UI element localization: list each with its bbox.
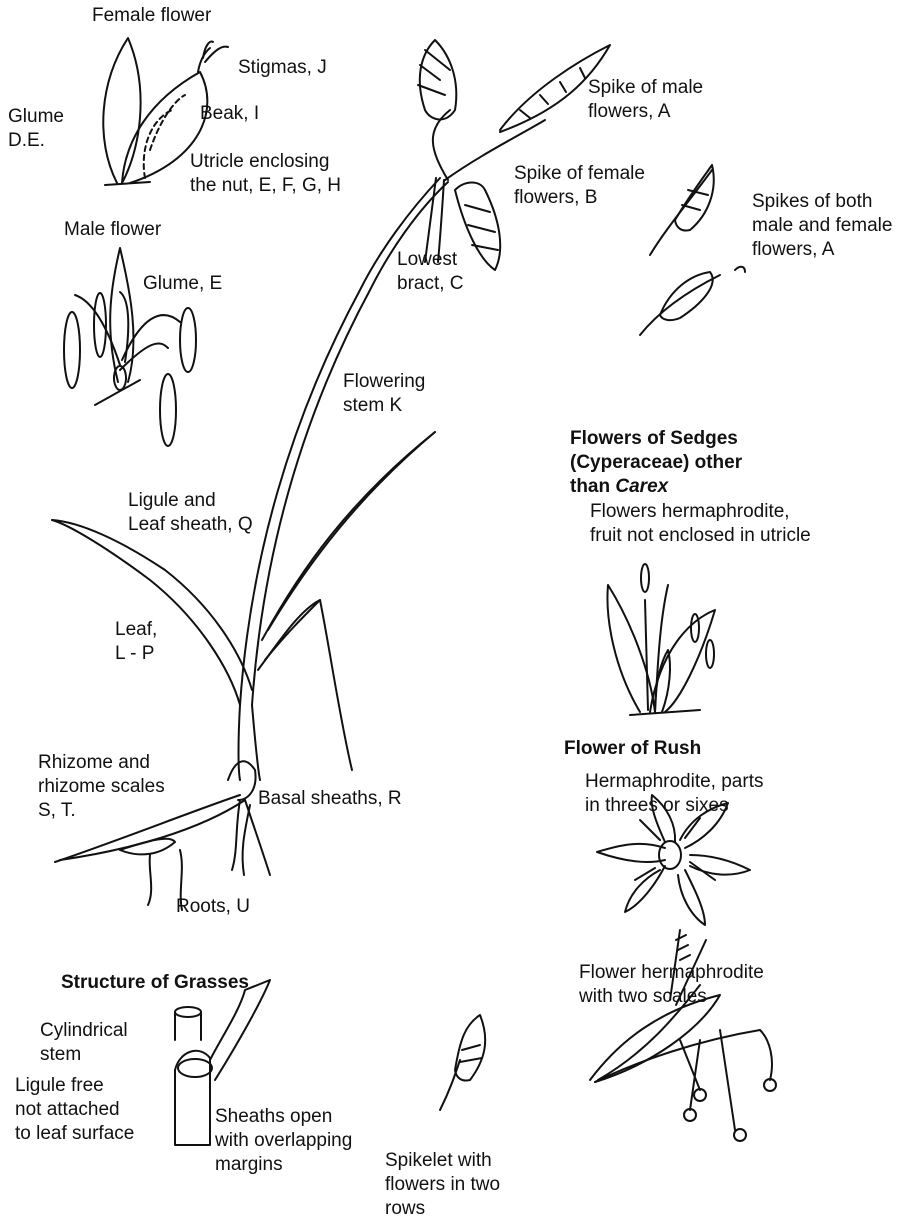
sheaths-open-label: Sheaths open with overlapping margins bbox=[215, 1105, 352, 1177]
sedges-description: Flowers hermaphrodite, fruit not enclose… bbox=[590, 500, 811, 548]
male-flower-label: Male flower bbox=[64, 218, 161, 242]
rhizome-label: Rhizome and rhizome scales S, T. bbox=[38, 751, 165, 823]
sedge-flower-drawing bbox=[607, 564, 715, 715]
spikes-both-label: Spikes of both male and female flowers, … bbox=[752, 190, 892, 262]
flowering-stem-label: Flowering stem K bbox=[343, 370, 425, 418]
rush-description: Hermaphrodite, parts in threes or sixes bbox=[585, 770, 763, 818]
grass-flower-label: Flower hermaphrodite with two scales bbox=[579, 961, 764, 1009]
spikes-both-drawing bbox=[640, 165, 745, 335]
rush-heading: Flower of Rush bbox=[564, 737, 701, 761]
glume-de-label: Glume D.E. bbox=[8, 105, 64, 153]
ligule-sheath-label: Ligule and Leaf sheath, Q bbox=[128, 489, 253, 537]
leaves-drawing bbox=[52, 432, 435, 780]
female-flower-label: Female flower bbox=[92, 4, 211, 28]
spikelet-label: Spikelet with flowers in two rows bbox=[385, 1149, 500, 1221]
grasses-heading: Structure of Grasses bbox=[61, 971, 249, 995]
stigmas-label: Stigmas, J bbox=[238, 56, 327, 80]
ligule-free-label: Ligule free not attached to leaf surface bbox=[15, 1074, 134, 1146]
basal-sheaths-label: Basal sheaths, R bbox=[258, 787, 402, 811]
roots-label: Roots, U bbox=[176, 895, 250, 919]
spike-male-label: Spike of male flowers, A bbox=[588, 76, 703, 124]
utricle-label: Utricle enclosing the nut, E, F, G, H bbox=[190, 150, 341, 198]
leaf-label: Leaf, L - P bbox=[115, 618, 157, 666]
cylindrical-stem-label: Cylindrical stem bbox=[40, 1019, 128, 1067]
spike-female-label: Spike of female flowers, B bbox=[514, 162, 645, 210]
lowest-bract-label: Lowest bract, C bbox=[397, 248, 464, 296]
spikelet-drawing bbox=[440, 1015, 485, 1110]
carex-italic: Carex bbox=[615, 476, 668, 497]
sedges-heading: Flowers of Sedges (Cyperaceae) other tha… bbox=[570, 427, 742, 499]
beak-label: Beak, I bbox=[200, 102, 259, 126]
glume-e-label: Glume, E bbox=[143, 272, 222, 296]
